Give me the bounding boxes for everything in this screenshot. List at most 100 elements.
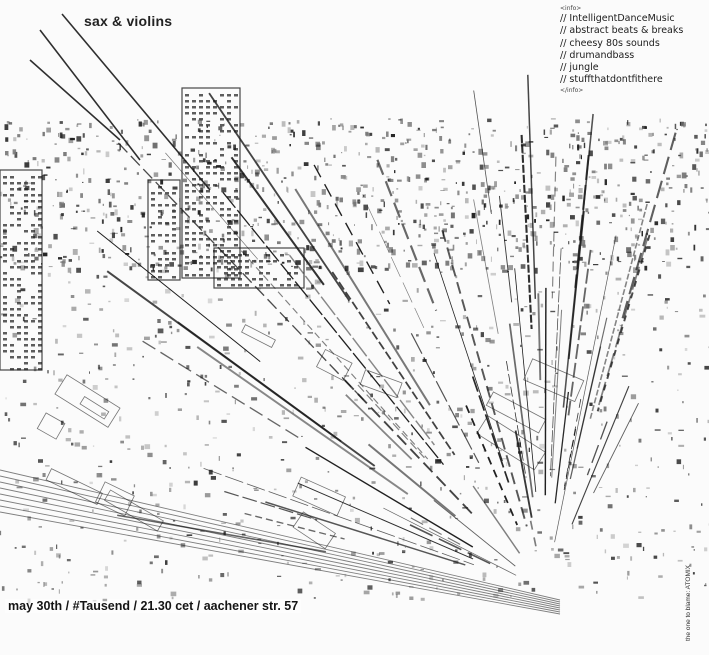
tower-window	[199, 124, 203, 127]
tower-window	[213, 262, 217, 265]
tower-window	[206, 190, 210, 193]
city-speck	[154, 555, 159, 559]
city-speck	[198, 243, 201, 250]
city-speck	[420, 569, 424, 571]
city-speck	[531, 587, 536, 592]
city-speck	[579, 154, 582, 159]
city-speck	[477, 210, 481, 216]
city-speck	[421, 260, 427, 266]
tower-window	[192, 118, 196, 121]
city-speck	[421, 162, 426, 168]
perspective-streak	[593, 402, 639, 494]
city-speck	[617, 329, 619, 332]
tower-window	[185, 274, 189, 277]
city-speck	[119, 416, 122, 422]
city-speck	[120, 440, 124, 444]
tower-window	[3, 176, 7, 179]
city-speck	[581, 240, 586, 246]
tower-outline	[181, 87, 241, 279]
city-speck	[86, 148, 89, 151]
city-speck	[38, 459, 43, 463]
city-speck	[288, 122, 291, 125]
tower-window	[185, 106, 189, 109]
city-speck	[654, 221, 659, 226]
city-speck	[254, 310, 257, 316]
tower-window	[259, 278, 263, 281]
city-speck	[483, 194, 488, 198]
city-speck	[114, 209, 118, 216]
city-speck	[420, 203, 424, 209]
city-speck	[627, 251, 632, 258]
tower-window	[206, 160, 210, 163]
tower-window	[245, 272, 249, 275]
city-speck	[607, 504, 613, 509]
tower-window	[227, 100, 231, 103]
rail-line	[0, 493, 561, 609]
city-speck	[11, 256, 15, 262]
city-speck	[308, 137, 314, 139]
city-speck	[477, 487, 479, 489]
city-speck	[85, 227, 88, 232]
city-speck	[261, 134, 266, 138]
city-speck	[46, 127, 51, 133]
city-speck	[539, 225, 543, 229]
city-speck	[684, 348, 688, 351]
city-speck	[581, 137, 585, 142]
city-speck	[660, 218, 666, 225]
city-speck	[124, 182, 129, 185]
city-speck	[109, 238, 114, 243]
city-speck	[582, 244, 586, 248]
city-speck	[485, 267, 489, 270]
city-speck	[422, 224, 425, 229]
city-speck	[280, 459, 285, 461]
perspective-streak	[196, 346, 409, 495]
city-speck	[630, 418, 632, 423]
city-speck	[577, 144, 580, 151]
city-speck	[545, 185, 551, 191]
city-speck	[528, 447, 530, 452]
city-speck	[325, 163, 329, 166]
city-speck	[504, 239, 507, 241]
perspective-streak	[297, 482, 474, 560]
city-speck	[455, 161, 461, 164]
city-speck	[586, 304, 592, 309]
tower-window	[185, 226, 189, 229]
tower-window	[199, 100, 203, 103]
city-speck	[155, 262, 160, 266]
city-speck	[129, 266, 133, 271]
city-speck	[626, 576, 628, 580]
city-speck	[150, 120, 152, 123]
tower-window	[234, 178, 238, 181]
city-speck	[14, 298, 21, 303]
city-speck	[683, 189, 685, 193]
city-speck	[650, 457, 652, 462]
city-speck	[545, 380, 551, 383]
city-speck	[591, 475, 596, 478]
city-speck	[333, 431, 338, 436]
perspective-streak	[554, 235, 617, 543]
city-speck	[223, 531, 226, 536]
city-speck	[132, 491, 134, 495]
city-speck	[700, 256, 704, 262]
perspective-streak	[550, 248, 562, 477]
city-speck	[382, 410, 385, 415]
city-speck	[375, 147, 380, 153]
city-speck	[161, 568, 164, 574]
city-speck	[487, 386, 493, 391]
city-speck	[275, 150, 280, 154]
city-speck	[331, 239, 336, 243]
city-speck	[295, 260, 301, 265]
city-speck	[477, 295, 483, 298]
perspective-streak	[244, 512, 345, 540]
city-speck	[76, 204, 80, 207]
tower-window	[158, 216, 162, 219]
city-speck	[96, 274, 100, 279]
city-speck	[587, 211, 590, 214]
tower-window	[192, 250, 196, 253]
city-speck	[411, 357, 415, 362]
perspective-streak	[529, 520, 538, 548]
tower-window	[220, 244, 224, 247]
city-speck	[573, 183, 575, 189]
tower-window	[158, 270, 162, 273]
city-speck	[464, 215, 469, 219]
